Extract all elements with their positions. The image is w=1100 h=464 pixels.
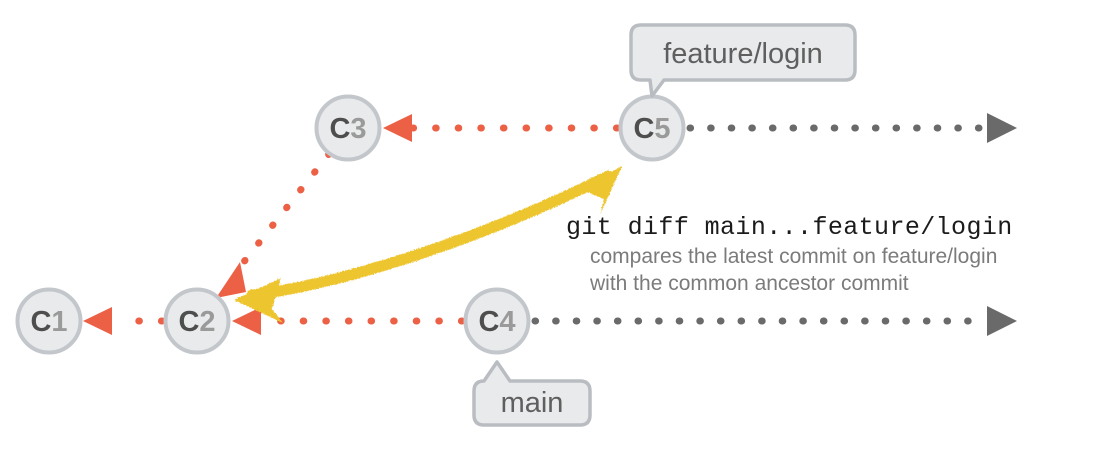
- commit-number-c4: 4: [499, 306, 515, 338]
- diff-arrow-curve: [246, 170, 614, 301]
- commit-circle-c1[interactable]: [15, 287, 83, 355]
- commit-node-c5[interactable]: C5: [618, 94, 686, 162]
- commit-circle-c3[interactable]: [314, 94, 382, 162]
- arrowhead-into-c2-diagonal: [216, 262, 246, 298]
- arrowhead-into-c3: [383, 114, 412, 142]
- branch-label-text-main: main: [501, 387, 564, 419]
- commit-circle-c4[interactable]: [463, 287, 531, 355]
- commit-text-c3: C3: [329, 113, 366, 145]
- edge-c3-to-c2: [216, 150, 333, 298]
- diff-description-line-2: with the common ancestor commit: [589, 272, 909, 295]
- diff-arrowhead-right: [580, 166, 622, 215]
- branch-label-text-feature-login: feature/login: [663, 38, 823, 70]
- commit-node-c2[interactable]: C2: [163, 287, 231, 355]
- edge-c4-future: [531, 306, 1017, 336]
- commit-text-c2: C2: [178, 306, 215, 338]
- commit-number-c1: 1: [51, 306, 67, 338]
- commit-node-c3[interactable]: C3: [314, 94, 382, 162]
- branch-callout-box-feature-login[interactable]: [629, 23, 857, 98]
- arrowhead-future-top: [987, 113, 1017, 143]
- commit-node-c4[interactable]: C4: [463, 287, 531, 355]
- arrowhead-future-bottom: [987, 306, 1017, 336]
- commit-letter-c5: C: [633, 113, 654, 145]
- commit-letter-c3: C: [329, 113, 350, 145]
- edge-c5-future: [686, 113, 1017, 143]
- branch-label-feature-login[interactable]: feature/login: [629, 23, 857, 98]
- commit-number-c5: 5: [654, 113, 670, 145]
- diff-description-line-1: compares the latest commit on feature/lo…: [590, 245, 997, 268]
- commit-text-c4: C4: [478, 306, 515, 338]
- edge-c5-to-c3: [383, 114, 621, 142]
- edge-c4-to-c2: [232, 307, 466, 335]
- commit-text-c5: C5: [633, 113, 670, 145]
- branch-callout-box-main[interactable]: [472, 360, 592, 427]
- arrowhead-into-c1: [83, 307, 112, 335]
- commit-letter-c4: C: [478, 306, 499, 338]
- commit-number-c2: 2: [199, 306, 215, 338]
- branch-label-main[interactable]: main: [472, 360, 592, 427]
- commit-node-c1[interactable]: C1: [15, 287, 83, 355]
- arrowhead-into-c2: [232, 307, 261, 335]
- edge-c3-c2-dots: [235, 150, 333, 272]
- commit-number-c3: 3: [350, 113, 366, 145]
- commit-letter-c2: C: [178, 306, 199, 338]
- commit-circle-c2[interactable]: [163, 287, 231, 355]
- diff-command-text: git diff main...feature/login: [566, 213, 1013, 242]
- commit-text-c1: C1: [30, 306, 67, 338]
- commit-letter-c1: C: [30, 306, 51, 338]
- diff-annotation: git diff main...feature/login compares t…: [566, 213, 1013, 295]
- diff-arrowhead-left: [234, 278, 283, 323]
- edge-c2-to-c1: [83, 307, 166, 335]
- diff-range-arrow: [234, 166, 622, 323]
